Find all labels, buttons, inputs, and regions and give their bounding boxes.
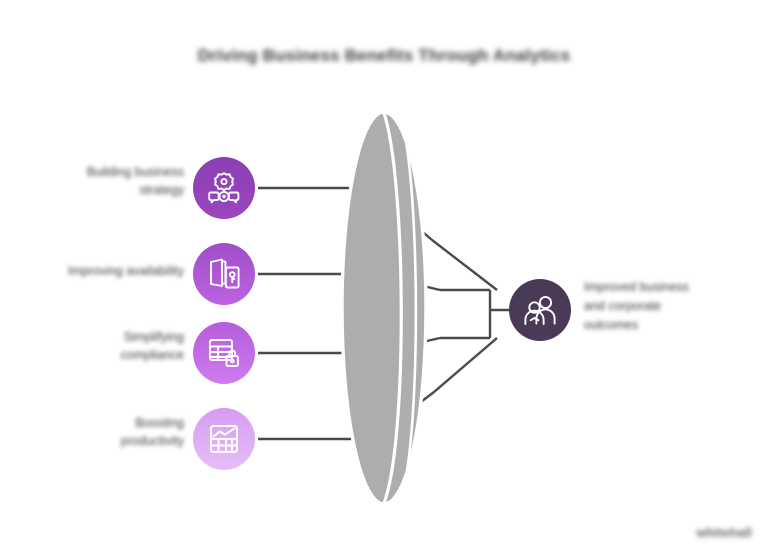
input-label-1: Building business strategy (18, 163, 184, 199)
convergence-bracket (431, 239, 509, 393)
input-label-4-line-1: Boosting (135, 416, 184, 430)
output-label-line-2: and corporate (584, 298, 662, 313)
input-label-3-line-2: compliance (120, 348, 184, 363)
input-label-3-line-1: Simplifying (123, 330, 184, 344)
input-label-2: Improving availability (18, 262, 184, 280)
analytics-lens-shape (340, 110, 428, 506)
input-label-1-line-2: strategy (139, 183, 184, 198)
input-label-4: Boosting productivity (18, 414, 184, 450)
secure-table-icon (209, 339, 239, 367)
output-label: Improved business and corporate outcomes (584, 278, 762, 334)
trend-grid-icon (210, 425, 238, 453)
input-label-2-line-1: Improving availability (67, 264, 184, 278)
watermark: whitehall (696, 525, 752, 540)
input-label-3: Simplifying compliance (18, 328, 184, 364)
input-node-3[interactable] (193, 322, 255, 384)
input-node-4[interactable] (193, 408, 255, 470)
input-label-4-line-2: productivity (120, 434, 184, 449)
output-label-line-1: Improved business (584, 280, 689, 294)
input-node-2[interactable] (193, 243, 255, 305)
output-node[interactable] (509, 279, 571, 341)
input-node-1[interactable] (193, 157, 255, 219)
input-label-1-line-1: Building business (86, 165, 184, 179)
gear-people-icon (208, 172, 240, 204)
people-group-icon (524, 295, 556, 325)
door-access-icon (210, 258, 240, 289)
output-label-line-3: outcomes (584, 317, 639, 332)
page-title: Driving Business Benefits Through Analyt… (197, 46, 571, 65)
